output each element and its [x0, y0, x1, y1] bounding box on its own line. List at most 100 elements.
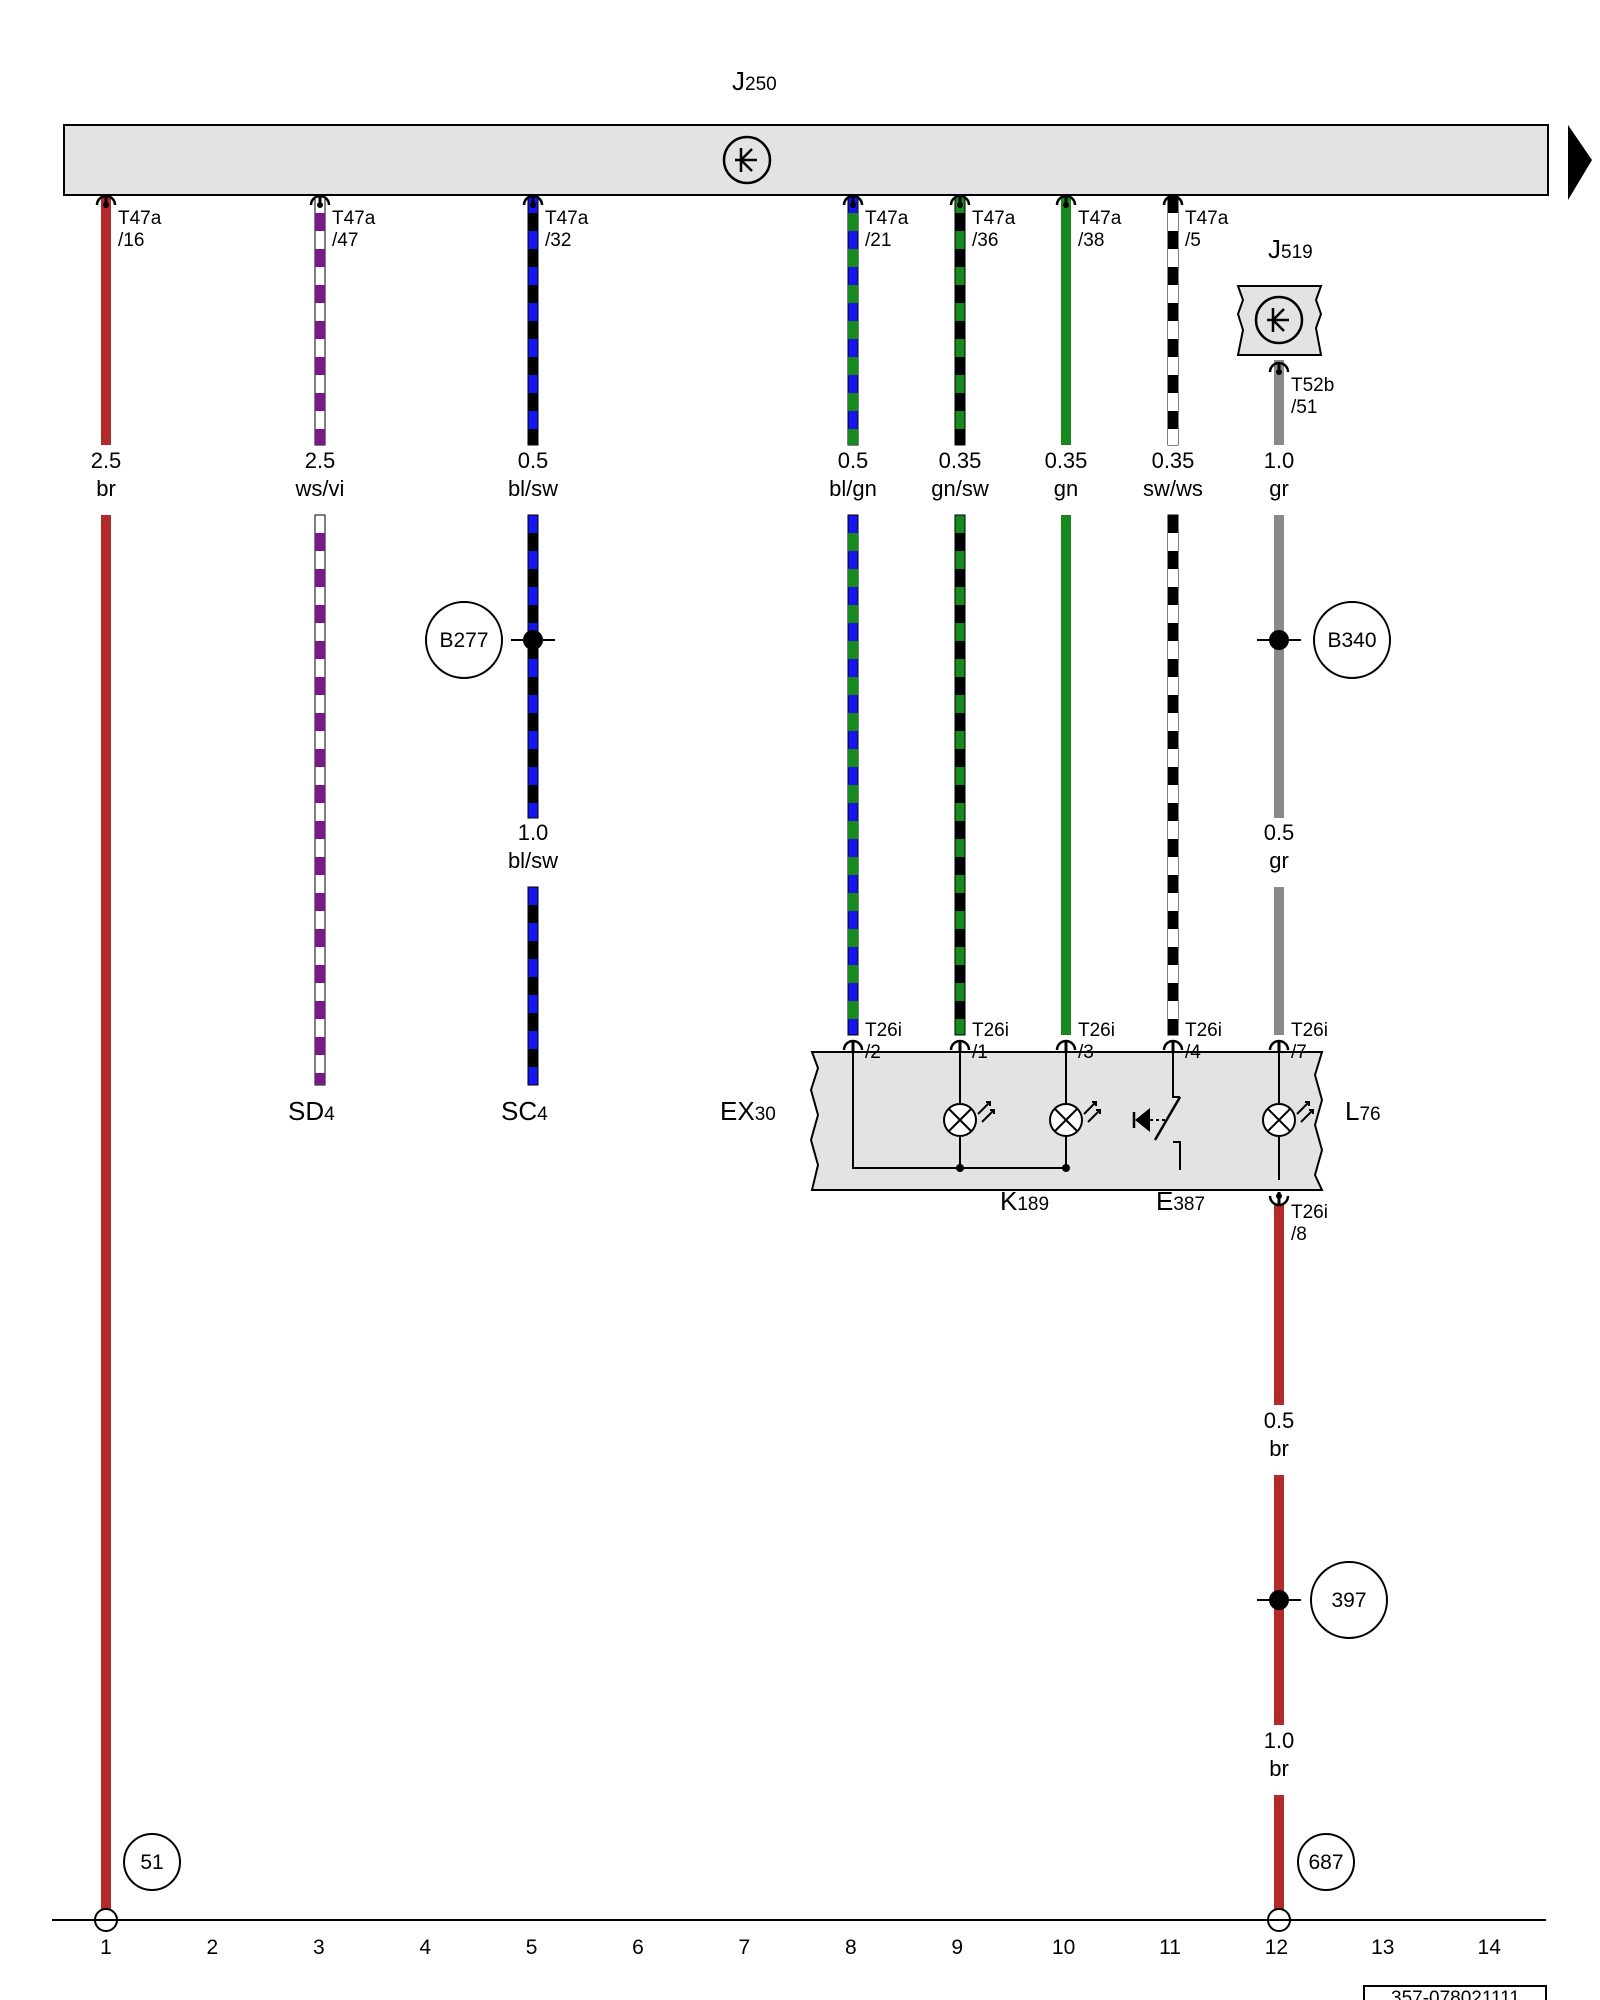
wire-w12b [1268, 1192, 1290, 1920]
wire-stripe [848, 677, 858, 695]
wire-color-label: gn/sw [931, 476, 989, 501]
control-unit-j250-box [63, 124, 1549, 196]
wire-stripe [848, 213, 858, 231]
connector-label: T47a [545, 208, 589, 229]
wire-stripe [528, 905, 538, 923]
pin-label: /36 [972, 230, 998, 251]
wire-color-label: bl/sw [508, 848, 558, 873]
wire-stripe [955, 321, 965, 339]
wire-color-label: sw/ws [1143, 476, 1203, 501]
connector-label: T26i [972, 1020, 1009, 1041]
connector-label: T47a [1185, 208, 1229, 229]
splice-label: B277 [439, 629, 488, 652]
wire-stripe [528, 213, 538, 231]
connector-label: T26i [1185, 1020, 1222, 1041]
wire-stripe [848, 893, 858, 911]
connector-label: T52b [1291, 375, 1334, 396]
wire-stripe [528, 429, 538, 445]
wire-stripe [955, 1001, 965, 1019]
wire-stripe [528, 941, 538, 959]
wire-stripe [315, 605, 325, 623]
splice-dot [523, 630, 543, 650]
wire-stripe [955, 785, 965, 803]
wire-stripe [1168, 677, 1178, 695]
wire-stripe [848, 857, 858, 875]
switch-wiring [1172, 1052, 1181, 1170]
splice-circle [1310, 1561, 1388, 1639]
wire-stripe [315, 533, 325, 551]
wire-color-label: gn [1054, 476, 1078, 501]
wire-segment [954, 514, 966, 1036]
ground-ref-circle [1297, 1833, 1355, 1891]
wire-stripe [315, 929, 325, 947]
wire-stripe [528, 249, 538, 267]
wire-stripe [315, 713, 325, 731]
wire-stripe [528, 321, 538, 339]
wire-size-label: 2.5 [91, 448, 122, 473]
wire-stripe [1168, 357, 1178, 375]
wire-stripe [955, 965, 965, 983]
wire-stripe [528, 677, 538, 695]
wire-size-label: 0.5 [1264, 1408, 1295, 1433]
connector-label: T26i [1291, 1202, 1328, 1223]
wire-stripe [1168, 213, 1178, 231]
wire-color-label: bl/sw [508, 476, 558, 501]
wire-stripe [315, 749, 325, 767]
track-number: 4 [419, 1936, 431, 1959]
electronic-unit-icon [1254, 295, 1304, 345]
ground-ref-label: 51 [140, 1851, 163, 1874]
wire-stripe [955, 929, 965, 947]
ground-ref-51: 51 [94, 1833, 181, 1932]
wire-stripe [955, 893, 965, 911]
pin-label: /51 [1291, 397, 1317, 418]
pin-label: /8 [1291, 1224, 1307, 1245]
wire-stripe [848, 533, 858, 551]
wire-w11 [1162, 194, 1184, 1052]
wire-stripe [315, 429, 325, 445]
splice-circle [425, 601, 503, 679]
ground-ref-circle [123, 1833, 181, 1891]
pin-label: /21 [865, 230, 891, 251]
wire-w12 [1268, 360, 1290, 1052]
wire-stripe [315, 857, 325, 875]
splice-label: B340 [1327, 629, 1376, 652]
wire-stripe [848, 1001, 858, 1019]
track-number: 1 [100, 1936, 112, 1959]
wire-stripe [1168, 857, 1178, 875]
connector-label: T47a [865, 208, 909, 229]
wire-stripe [848, 569, 858, 587]
switch-unit-ex30: EX30 K189 E387 L76 [720, 1051, 1381, 1216]
wire-stripe [1168, 429, 1178, 445]
wire-w1 [95, 194, 117, 1920]
wire-stripe [955, 857, 965, 875]
wire-stripe [955, 249, 965, 267]
wire-stripe [528, 393, 538, 411]
wire-stripe [848, 929, 858, 947]
wire-stripe [1168, 1001, 1178, 1019]
pin-label: /4 [1185, 1042, 1201, 1063]
wire-end-label: SC4 [501, 1096, 548, 1126]
wire-size-label: 0.5 [518, 448, 549, 473]
wire-stripe [528, 713, 538, 731]
splice-dot [1269, 1590, 1289, 1610]
wire-stripe [848, 713, 858, 731]
wire-stripe [528, 605, 538, 623]
track-number: 11 [1159, 1936, 1181, 1959]
wire-segment [527, 514, 539, 819]
track-number: 7 [739, 1936, 751, 1959]
wire-stripe [955, 429, 965, 445]
control-unit-j250-label: J250 [732, 66, 777, 96]
wire-stripe [1168, 641, 1178, 659]
splice-dot [1269, 630, 1289, 650]
pin-label: /1 [972, 1042, 988, 1063]
wire-stripe [528, 977, 538, 995]
wire-size-label: 0.5 [1264, 820, 1295, 845]
wire-stripe [1168, 893, 1178, 911]
wire-stripe [315, 213, 325, 231]
connector-label: T47a [332, 208, 376, 229]
connector-label: T26i [1291, 1020, 1328, 1041]
wire-stripe [955, 533, 965, 551]
wire-color-label: br [1269, 1436, 1289, 1461]
